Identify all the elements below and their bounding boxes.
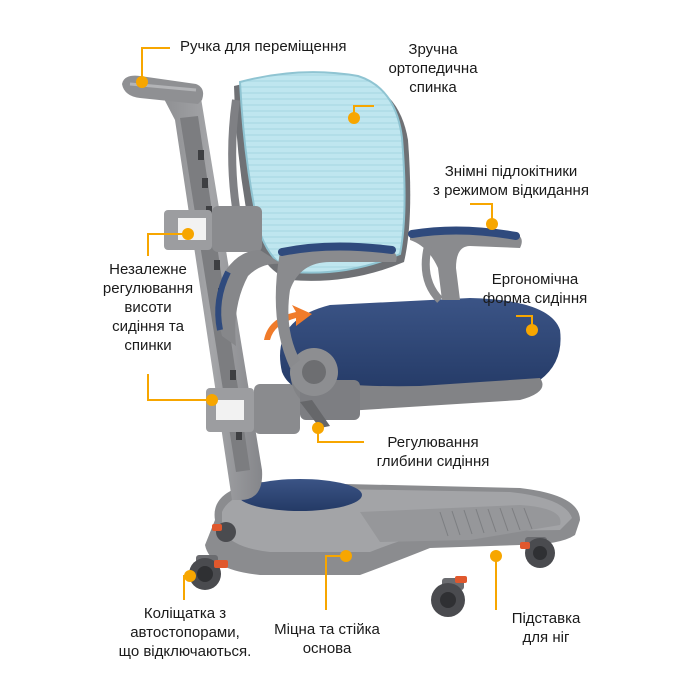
dot-base <box>340 550 352 562</box>
label-armrests: Знімні підлокітники з режимом відкидання <box>433 163 589 199</box>
dot-height-upper <box>182 228 194 240</box>
label-backrest: Зручна ортопедична спинка <box>388 41 478 96</box>
caster-back-left <box>212 522 236 542</box>
lower-adjust-box <box>206 384 300 434</box>
label-handle: Ручка для переміщення <box>180 38 347 55</box>
dot-height-lower <box>206 394 218 406</box>
depth-mechanism <box>290 348 360 428</box>
footrest-platform <box>360 505 561 542</box>
chair-base <box>205 479 580 575</box>
dot-handle <box>136 76 148 88</box>
dot-depth <box>312 422 324 434</box>
backrest <box>228 71 411 281</box>
caster-back-right <box>520 537 555 568</box>
center-armrest <box>275 242 397 368</box>
label-casters: Коліщатка з автостопорами, що відключают… <box>118 605 252 660</box>
dot-footrest <box>490 550 502 562</box>
caster-front-left <box>189 555 228 590</box>
caster-front-right <box>431 576 467 617</box>
right-armrest <box>408 226 522 303</box>
dot-backrest <box>348 112 360 124</box>
left-armrest <box>215 250 282 346</box>
label-depth-adjust: Регулювання глибини сидіння <box>376 434 490 470</box>
label-base: Міцна та стійка основа <box>274 621 380 657</box>
dot-seat <box>526 324 538 336</box>
upper-adjust-box <box>164 206 262 252</box>
dot-casters <box>184 570 196 582</box>
foot-pad <box>238 479 362 511</box>
dot-armrests <box>486 218 498 230</box>
label-seat-shape: Ергономічна форма сидіння <box>482 271 588 307</box>
callout-dots <box>136 76 538 582</box>
carry-handle <box>122 75 204 104</box>
label-footrest: Підставка для ніг <box>511 610 581 646</box>
recline-arrow <box>264 305 312 340</box>
callout-lines <box>141 47 533 610</box>
label-height-adjust: Незалежне регулювання висоти сидіння та … <box>102 261 194 354</box>
